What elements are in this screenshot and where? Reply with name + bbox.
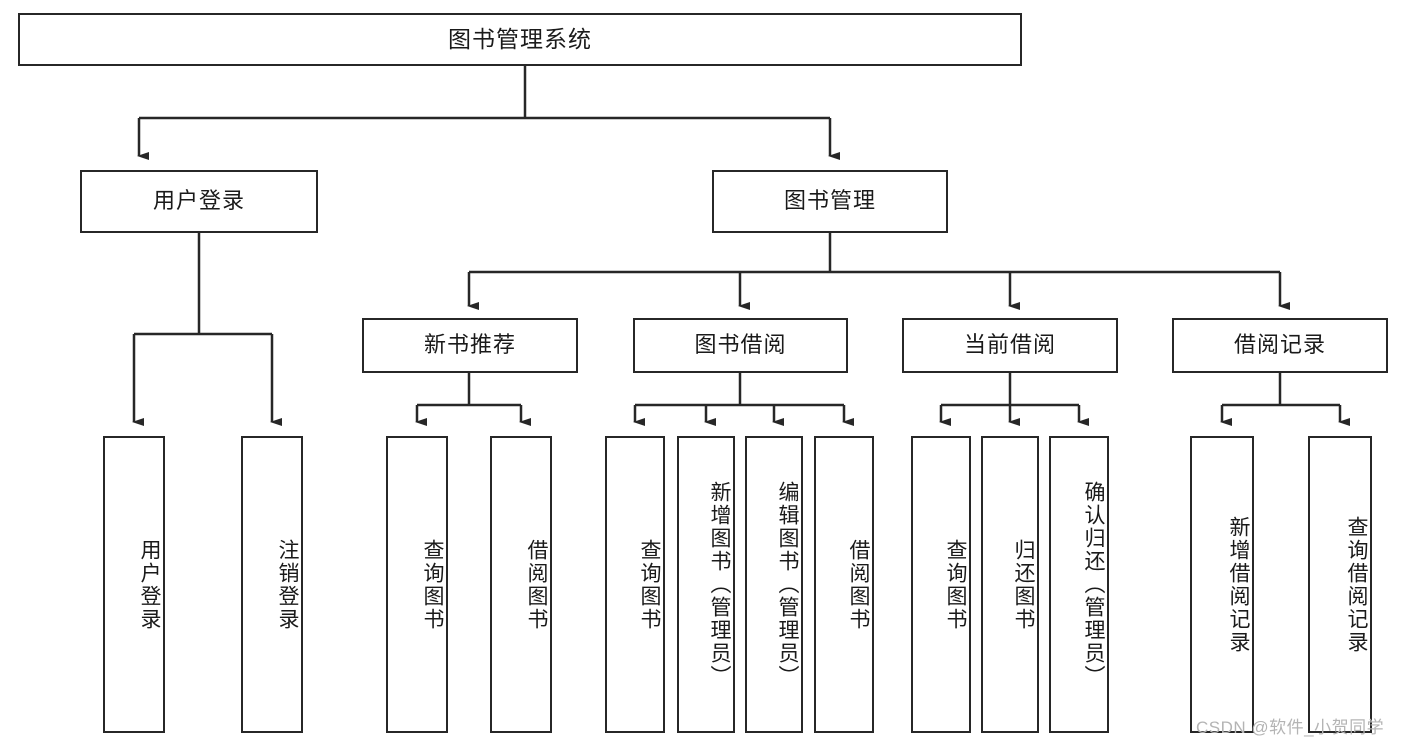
node-new-book-recommend[interactable]: 新书推荐 — [362, 318, 578, 373]
node-leaf-query-book-3[interactable]: 查询图书 — [911, 436, 971, 733]
node-label: 注销登录 — [276, 538, 299, 631]
node-label: 查询图书 — [944, 538, 967, 631]
node-leaf-return-book[interactable]: 归还图书 — [981, 436, 1039, 733]
node-label: 编辑图书（管理员） — [776, 481, 799, 688]
node-leaf-query-record[interactable]: 查询借阅记录 — [1308, 436, 1372, 733]
node-book-borrow[interactable]: 图书借阅 — [633, 318, 848, 373]
node-leaf-add-record[interactable]: 新增借阅记录 — [1190, 436, 1254, 733]
node-leaf-query-book-2[interactable]: 查询图书 — [605, 436, 665, 733]
node-book-manage[interactable]: 图书管理 — [712, 170, 948, 233]
node-user-login[interactable]: 用户登录 — [80, 170, 318, 233]
node-label: 借阅图书 — [847, 538, 870, 631]
node-leaf-query-book-1[interactable]: 查询图书 — [386, 436, 448, 733]
node-leaf-user-login[interactable]: 用户登录 — [103, 436, 165, 733]
node-label: 归还图书 — [1012, 538, 1035, 631]
node-root[interactable]: 图书管理系统 — [18, 13, 1022, 66]
node-label: 查询图书 — [638, 538, 661, 631]
node-label: 确认归还（管理员） — [1082, 481, 1105, 688]
node-label: 新增借阅记录 — [1227, 515, 1250, 654]
node-label: 新增图书（管理员） — [708, 481, 731, 688]
csdn-watermark: CSDN @软件_小贺同学 — [1196, 718, 1385, 737]
node-label: 查询图书 — [421, 538, 444, 631]
node-current-borrow[interactable]: 当前借阅 — [902, 318, 1118, 373]
node-borrow-record[interactable]: 借阅记录 — [1172, 318, 1388, 373]
node-leaf-borrow-book-1[interactable]: 借阅图书 — [490, 436, 552, 733]
node-leaf-edit-book[interactable]: 编辑图书（管理员） — [745, 436, 803, 733]
node-leaf-confirm-return[interactable]: 确认归还（管理员） — [1049, 436, 1109, 733]
node-label: 查询借阅记录 — [1345, 515, 1368, 654]
node-leaf-borrow-book-2[interactable]: 借阅图书 — [814, 436, 874, 733]
node-label: 用户登录 — [138, 538, 161, 631]
node-leaf-add-book[interactable]: 新增图书（管理员） — [677, 436, 735, 733]
node-label: 借阅图书 — [525, 538, 548, 631]
node-leaf-user-logout[interactable]: 注销登录 — [241, 436, 303, 733]
